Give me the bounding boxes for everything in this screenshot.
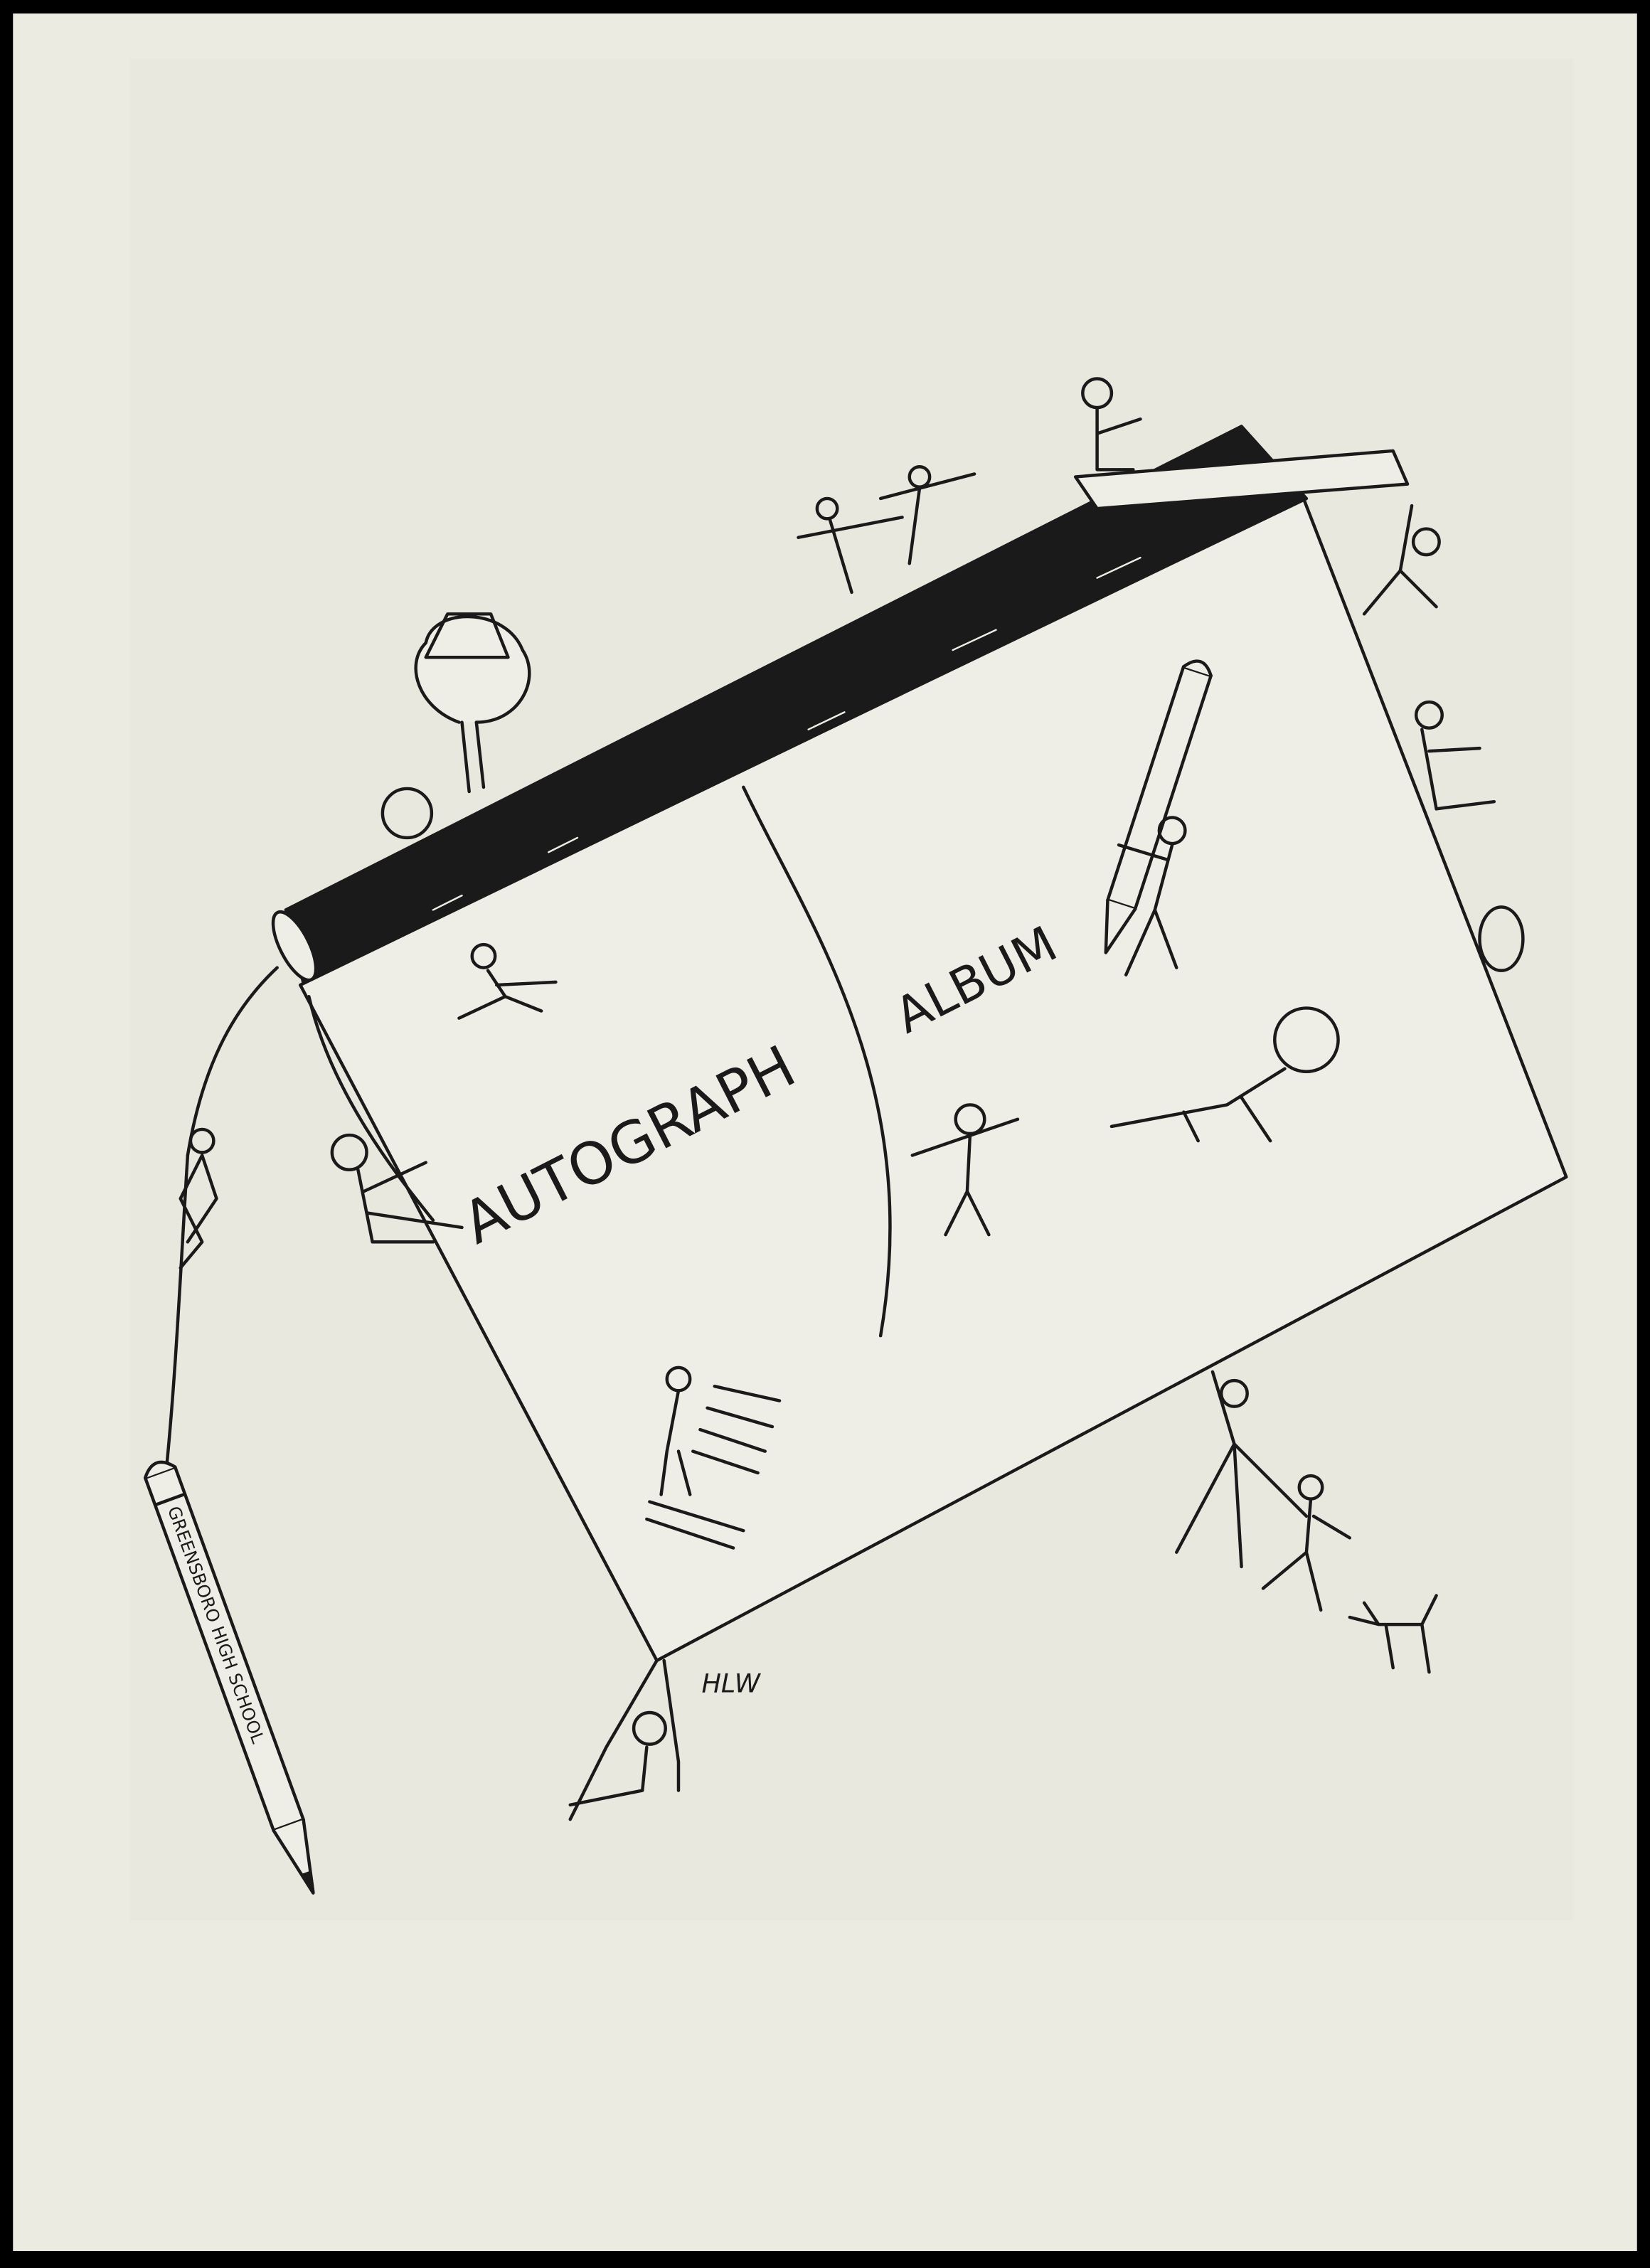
figure-center xyxy=(910,1103,1020,1237)
back-cover-edge xyxy=(186,966,279,1157)
figure-on-stairs xyxy=(659,1365,692,1496)
figure-writing xyxy=(1117,816,1187,976)
album-middle-page xyxy=(742,785,892,1338)
stick-figures xyxy=(179,377,1525,1821)
artist-signature: HLW xyxy=(701,1668,761,1699)
spine-end xyxy=(271,910,318,982)
figure-on-board xyxy=(1081,377,1142,472)
dog xyxy=(1348,1594,1438,1674)
figure-hanging-right xyxy=(1362,504,1441,616)
spine-texture xyxy=(432,556,1141,911)
staircase xyxy=(645,1385,782,1550)
figure-bottom-hanging xyxy=(568,1659,681,1821)
figure-peeking xyxy=(1478,905,1525,972)
pencil xyxy=(143,1460,315,1895)
figure-with-helmet xyxy=(1109,1006,1340,1143)
figure-climbing-rope xyxy=(179,1127,218,1270)
diving-board xyxy=(1073,449,1410,511)
figures-dancing xyxy=(797,465,976,595)
pencil-string xyxy=(164,1154,190,1475)
figure-child xyxy=(1261,1474,1352,1612)
figure-falling xyxy=(457,942,558,1020)
tree xyxy=(414,612,531,794)
figure-sliding xyxy=(1414,700,1496,811)
album-page-left-edge xyxy=(307,994,435,1223)
figure-head-top xyxy=(380,787,434,840)
figure-pulling-corner xyxy=(1175,1370,1309,1569)
figure-pulling-page xyxy=(330,1133,464,1244)
